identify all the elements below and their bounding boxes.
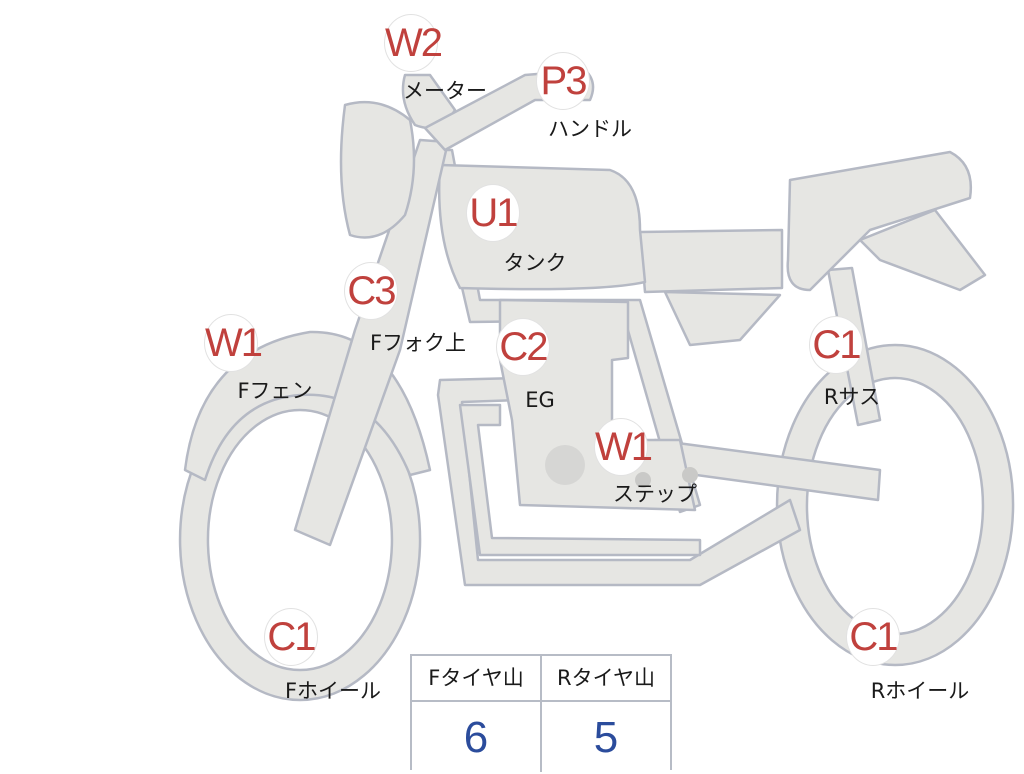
marker-code-front-fender: W1 — [204, 314, 263, 372]
value-front-tire: 6 — [463, 713, 489, 762]
marker-code-step: W1 — [594, 418, 653, 476]
seat — [786, 150, 973, 292]
footpeg-2 — [682, 467, 698, 483]
table-value-row: 6 5 — [412, 702, 670, 772]
label-fork-upper: Fフォク上 — [369, 331, 467, 355]
tire-tread-table: Fタイヤ山 Rタイヤ山 6 5 — [410, 654, 672, 772]
label-step: ステップ — [613, 482, 697, 506]
marker-code-front-wheel: C1 — [264, 608, 318, 666]
rear-fender — [858, 208, 987, 292]
table-header-row: Fタイヤ山 Rタイヤ山 — [412, 656, 670, 702]
label-front-wheel: Fホイール — [284, 679, 382, 703]
label-rear-suspension: Rサス — [823, 385, 881, 409]
marker-code-tank: U1 — [466, 184, 520, 242]
label-front-fender: Fフェン — [237, 379, 313, 403]
label-handlebar: ハンドル — [548, 117, 632, 141]
marker-code-meter: W2 — [384, 14, 443, 72]
header-rear-tire: Rタイヤ山 — [540, 656, 670, 702]
marker-code-engine: C2 — [496, 318, 550, 376]
headlight — [339, 100, 416, 239]
label-meter: メーター — [403, 79, 487, 103]
side-cover — [638, 228, 784, 294]
header-front-tire: Fタイヤ山 — [412, 656, 540, 702]
value-rear-tire: 5 — [540, 702, 670, 772]
side-panel — [663, 290, 782, 347]
marker-code-fork-upper: C3 — [344, 262, 398, 320]
label-rear-wheel: Rホイール — [870, 679, 970, 703]
label-engine: EG — [525, 388, 555, 412]
marker-code-rear-suspension: C1 — [809, 316, 863, 374]
marker-code-handlebar: P3 — [536, 52, 590, 110]
engine-cover — [545, 445, 585, 485]
label-tank: タンク — [503, 251, 567, 275]
marker-code-rear-wheel: C1 — [846, 608, 900, 666]
footpeg-1 — [635, 472, 651, 488]
exhaust-pipe-inner — [458, 403, 702, 557]
